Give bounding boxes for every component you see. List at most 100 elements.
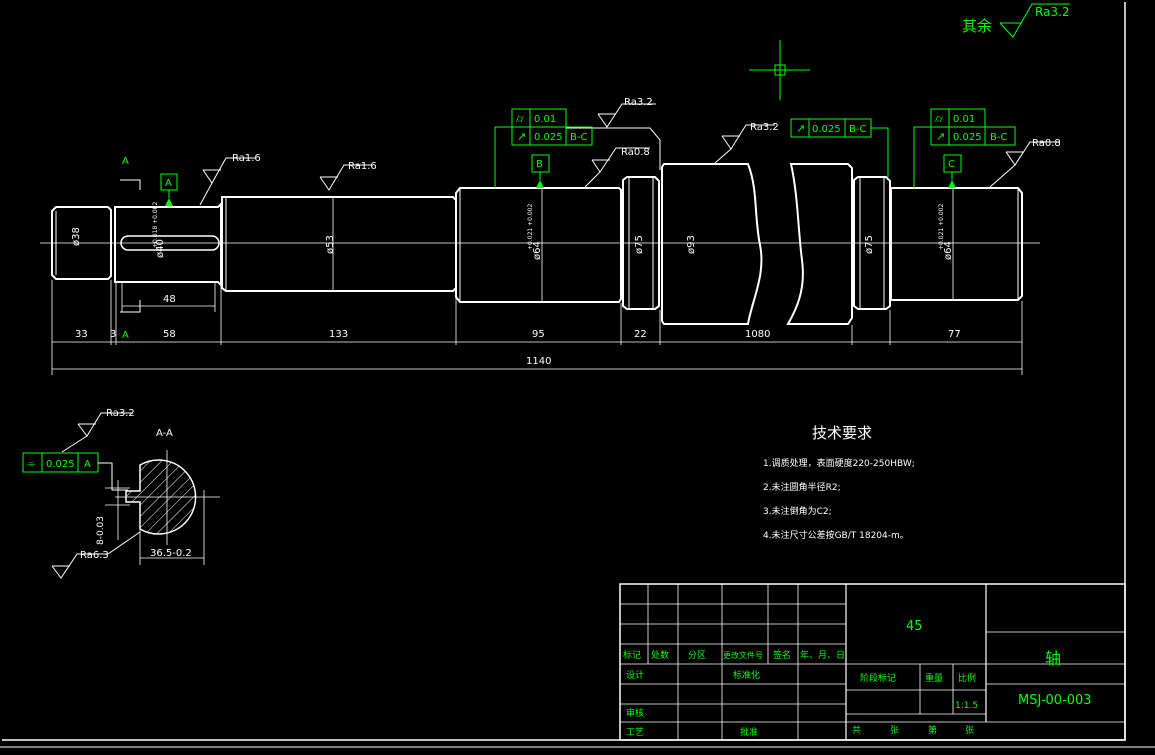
svg-text:↗: ↗ <box>796 122 805 135</box>
section-a-bottom: A <box>122 330 129 341</box>
svg-text:年、月、日: 年、月、日 <box>800 649 845 661</box>
tol-sym-value: 0.025 <box>46 459 75 470</box>
section-cut-marks: A A <box>120 156 141 341</box>
general-roughness-note: 其余 Ra3.2 <box>962 3 1070 38</box>
technical-requirements: 技术要求 1.调质处理，表面硬度220-250HBW; 2.未注圆角半径R2; … <box>763 424 915 541</box>
svg-text:工艺: 工艺 <box>626 727 644 738</box>
roughness-7: Ra3.2 <box>106 408 135 419</box>
svg-text:处数: 处数 <box>651 649 669 661</box>
roughness-1: Ra1.6 <box>199 153 261 206</box>
svg-text:更改文件号: 更改文件号 <box>723 650 763 660</box>
roughness-section: Ra3.2 Ra6.3 <box>51 408 141 579</box>
svg-text:设计: 设计 <box>626 669 644 681</box>
svg-text:⌭: ⌭ <box>516 112 524 125</box>
dia-64-right-tolerance: +0.021 +0.002 <box>938 204 945 250</box>
tolerance-frame-left: ⌭ 0.01 ↗ 0.025 B-C <box>494 108 593 188</box>
cad-crosshair-icon <box>749 40 810 100</box>
section-flat-width: 36.5-0.2 <box>150 548 192 559</box>
tol-sym-datum: A <box>84 459 91 470</box>
dim-77: 77 <box>948 329 961 340</box>
svg-text:Ra3.2: Ra3.2 <box>750 122 779 133</box>
tech-item-2: 2.未注圆角半径R2; <box>763 481 841 493</box>
tol-mid-datum: B-C <box>849 124 866 135</box>
title-block: 标记 处数 分区 更改文件号 签名 年、月、日 设计 标准化 审核 工艺 批准 … <box>619 583 1126 741</box>
svg-text:Ra1.6: Ra1.6 <box>348 161 377 172</box>
roughness-8: Ra6.3 <box>80 550 109 561</box>
svg-text:Ra0.8: Ra0.8 <box>621 147 650 158</box>
svg-text:比例: 比例 <box>958 672 976 684</box>
dim-133: 133 <box>329 329 348 340</box>
tolerance-frame-right: ⌭ 0.01 ↗ 0.025 B-C <box>913 108 1016 188</box>
svg-text:批准: 批准 <box>740 726 758 738</box>
roughness-3: Ra3.2 <box>566 97 661 170</box>
shaft-outline <box>51 163 1023 325</box>
dia-40-label: ø40 <box>155 239 166 258</box>
datum-b-label: B <box>536 159 543 170</box>
section-title: A-A <box>156 428 173 439</box>
dimension-values: 33 3 58 48 133 95 22 1080 77 1140 <box>75 294 961 367</box>
roughness-symbols: Ra1.6 Ra1.6 Ra3.2 Ra0.8 Ra3.2 <box>199 97 1061 206</box>
svg-text:签名: 签名 <box>773 649 791 661</box>
roughness-4: Ra0.8 <box>584 147 650 188</box>
section-a-top: A <box>122 156 129 167</box>
tech-item-3: 3.未注倒角为C2; <box>763 505 832 517</box>
svg-text:张: 张 <box>965 725 974 736</box>
svg-text:标准化: 标准化 <box>733 669 760 681</box>
dia-64-right-label: ø64 <box>943 241 954 260</box>
diameter-labels: ø38 ø40 +0.018 +0.002 ø53 ø64 +0.021 +0.… <box>71 202 954 260</box>
dia-38-label: ø38 <box>71 227 82 246</box>
section-view-a-a: A-A 8-0.03 36.5-0.2 <box>96 428 220 565</box>
svg-text:共: 共 <box>852 725 861 736</box>
datum-a-label: A <box>165 178 172 189</box>
svg-text:↗: ↗ <box>517 130 526 143</box>
dim-1140: 1140 <box>526 356 551 367</box>
tolerance-frame-middle: ↗ 0.025 B-C <box>790 118 889 177</box>
tolerance-frame-symmetry: ⌯ 0.025 A <box>22 452 128 491</box>
svg-text:分区: 分区 <box>688 650 706 661</box>
svg-text:阶段标记: 阶段标记 <box>860 672 896 684</box>
svg-text:⌯: ⌯ <box>27 457 36 470</box>
dim-48: 48 <box>163 294 176 305</box>
dia-75-right-label: ø75 <box>864 235 875 254</box>
roughness-2: Ra1.6 <box>319 161 377 191</box>
roughness-5: Ra3.2 <box>714 122 779 164</box>
dia-53-label: ø53 <box>325 235 336 254</box>
section-keyway-depth: 8-0.03 <box>96 516 106 545</box>
dim-33: 33 <box>75 329 88 340</box>
dim-22: 22 <box>634 329 647 340</box>
dia-93-label: ø93 <box>686 235 697 254</box>
tol-left-cyl: 0.01 <box>534 114 556 125</box>
tol-right-datum: B-C <box>990 132 1007 143</box>
general-roughness-label: 其余 <box>962 17 992 35</box>
dimension-lines <box>51 280 1023 375</box>
dim-1080: 1080 <box>745 329 770 340</box>
svg-text:审核: 审核 <box>626 707 644 719</box>
dia-64-left-label: ø64 <box>532 241 543 260</box>
svg-text:张: 张 <box>890 725 899 736</box>
datum-a-marker: A <box>160 173 178 206</box>
svg-text:⌭: ⌭ <box>935 112 943 125</box>
tol-left-runout: 0.025 <box>534 132 563 143</box>
dim-95: 95 <box>532 329 545 340</box>
dim-58: 58 <box>163 329 176 340</box>
svg-text:Ra3.2: Ra3.2 <box>624 97 653 108</box>
dim-3: 3 <box>110 329 116 340</box>
datum-b-marker: B <box>531 154 550 188</box>
datum-c-label: C <box>948 159 955 170</box>
datum-c-marker: C <box>943 154 962 188</box>
dia-75-left-label: ø75 <box>634 235 645 254</box>
dia-40-tolerance: +0.018 +0.002 <box>152 202 159 248</box>
roughness-6: Ra0.8 <box>989 138 1061 188</box>
tech-item-4: 4.未注尺寸公差按GB/T 18204-m。 <box>763 529 909 541</box>
tol-right-runout: 0.025 <box>953 132 982 143</box>
tech-item-1: 1.调质处理，表面硬度220-250HBW; <box>763 457 915 469</box>
svg-text:Ra1.6: Ra1.6 <box>232 153 261 164</box>
material-label: 45 <box>906 619 923 634</box>
tol-left-datum: B-C <box>570 132 587 143</box>
svg-text:标记: 标记 <box>623 649 641 661</box>
tol-mid-runout: 0.025 <box>812 124 841 135</box>
svg-text:第: 第 <box>928 724 937 736</box>
drawing-number: MSJ-00-003 <box>1018 693 1092 708</box>
dia-64-left-tolerance: +0.021 +0.002 <box>527 204 534 250</box>
